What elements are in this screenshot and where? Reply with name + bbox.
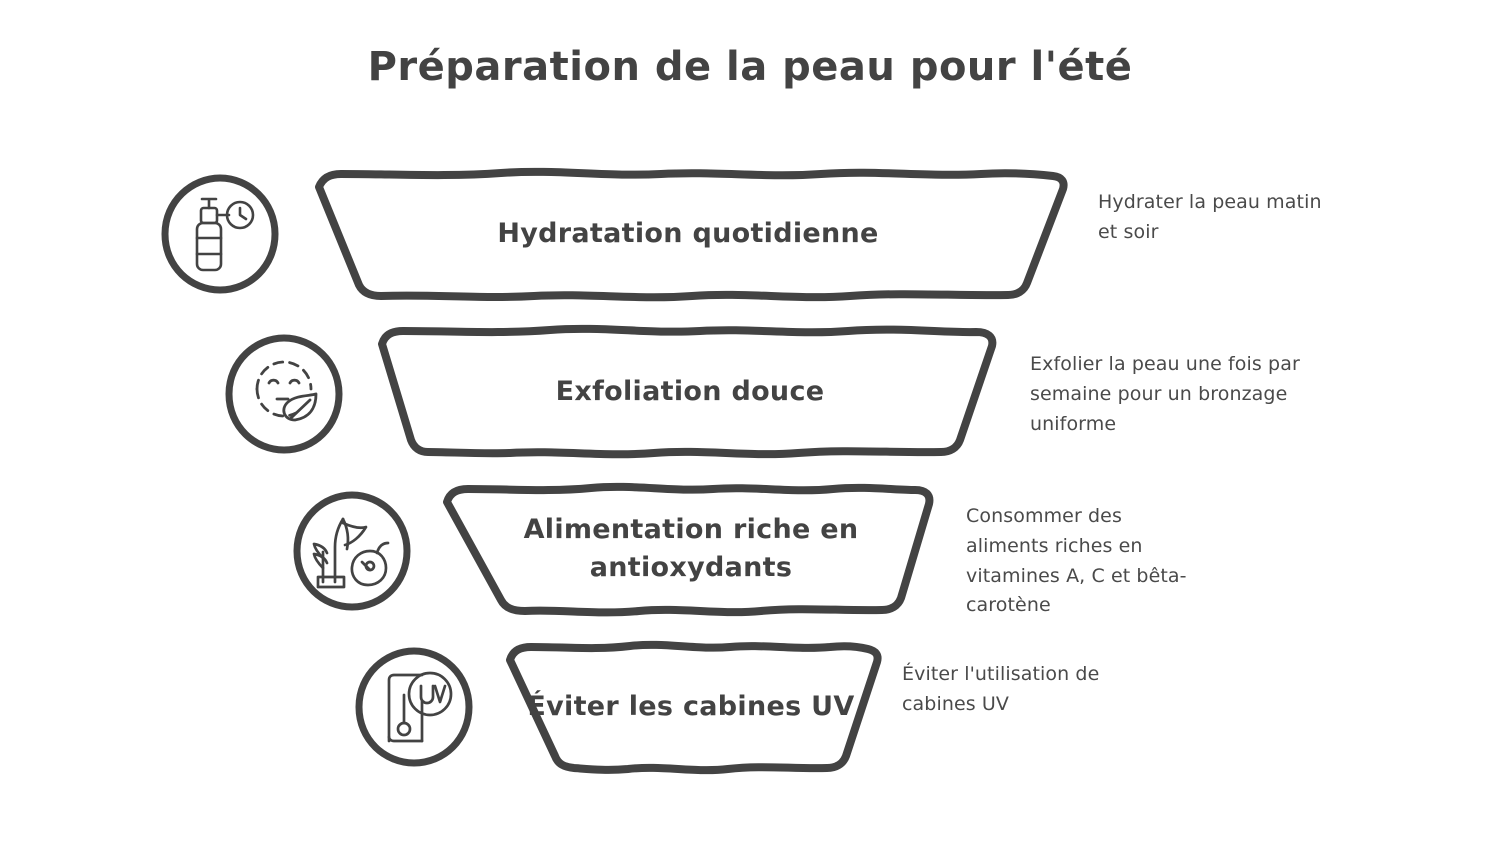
funnel-shape-1[interactable] <box>305 165 1075 305</box>
face-leaf-icon <box>222 332 346 456</box>
page-title: Préparation de la peau pour l'été <box>367 44 1133 90</box>
uv-tanning-bed-icon <box>352 645 476 769</box>
funnel-description-4: Éviter l'utilisation de cabines UV <box>902 663 1100 715</box>
lotion-bottle-clock-icon <box>158 172 282 296</box>
funnel-description-1: Hydrater la peau matin et soir <box>1098 191 1322 243</box>
funnel-description-2: Exfolier la peau une fois par semaine po… <box>1030 353 1300 435</box>
funnel-description-3: Consommer des aliments riches en vitamin… <box>966 505 1187 617</box>
vegetables-icon <box>290 489 414 613</box>
funnel-shape-3[interactable] <box>433 480 949 620</box>
funnel-shape-2[interactable] <box>368 322 1013 462</box>
funnel-shape-4[interactable] <box>496 638 886 778</box>
